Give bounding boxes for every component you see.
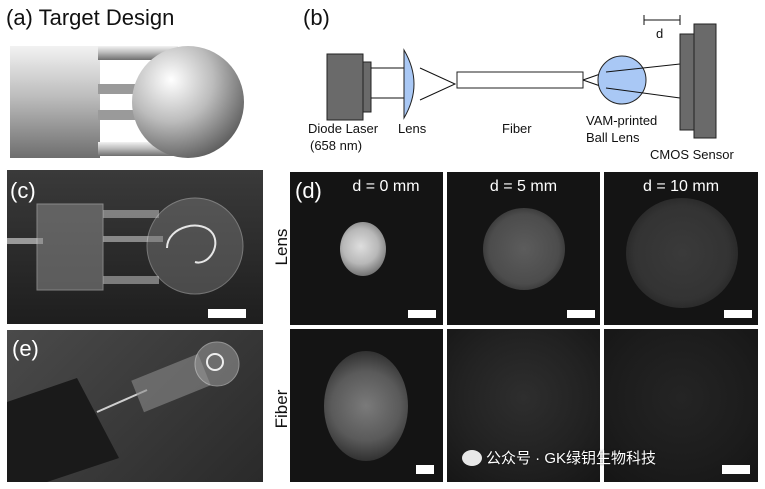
output-beam <box>605 87 681 99</box>
cmos-sensor-body <box>693 23 717 139</box>
target-design-render <box>10 46 244 158</box>
row-label-lens: Lens <box>272 228 291 266</box>
vam-ball-lens <box>597 55 647 105</box>
column-label-d10: d = 10 mm <box>642 178 720 195</box>
setup-schematic <box>326 15 717 139</box>
focusing-lens <box>403 48 415 120</box>
beam-image-fiber-d10 <box>604 329 758 482</box>
beam-image-lens-d10: d = 10 mm <box>604 172 758 325</box>
cmos-sensor-front <box>679 33 695 131</box>
scale-bar <box>408 310 436 318</box>
wavelength-label: (658 nm) <box>310 138 363 153</box>
wechat-icon <box>462 450 482 466</box>
fiber-label: Fiber <box>502 121 532 136</box>
beam-image-fiber-d0 <box>290 329 443 482</box>
output-beam <box>605 63 681 73</box>
scale-bar <box>724 310 752 318</box>
design-base-cylinder <box>10 46 100 158</box>
panel-a-label: (a) Target Design <box>6 7 174 29</box>
photo-lens-on-fiber <box>7 330 263 482</box>
fiber-body <box>456 71 584 89</box>
panel-c-scale-bar <box>208 309 246 318</box>
lens-label: Lens <box>398 121 427 136</box>
column-label-d5: d = 5 mm <box>489 178 558 195</box>
design-fiber-channel-2 <box>98 110 148 120</box>
panel-a-title: Target Design <box>38 5 175 30</box>
panel-c-letter: (c) <box>10 178 36 203</box>
panel-b-letter: (b) <box>303 5 330 30</box>
design-ball-lens <box>132 46 244 158</box>
beam-spot <box>604 329 758 482</box>
diode-laser-label: Diode Laser <box>308 121 379 136</box>
beam-image-lens-d0 <box>290 172 443 325</box>
column-label-d0: d = 0 mm <box>352 178 420 195</box>
lens-on-fiber-illustration <box>7 341 240 482</box>
watermark: 公众号 · GK绿钥生物科技 <box>462 447 656 468</box>
scale-bar <box>567 310 595 318</box>
watermark-text: 公众号 · GK绿钥生物科技 <box>486 450 657 467</box>
focus-cone <box>419 67 457 101</box>
beam-spot <box>626 198 738 308</box>
diode-laser-aperture <box>362 61 372 113</box>
photo-printed-lens <box>7 170 263 324</box>
beam-image-lens-d5: d = 5 mm <box>447 172 600 325</box>
design-fiber-channel <box>98 84 148 94</box>
row-label-fiber: Fiber <box>272 389 291 429</box>
beam-spot <box>340 222 386 276</box>
scale-bar <box>416 465 434 474</box>
vam-label-line1: VAM-printed <box>586 113 658 128</box>
beam-spot <box>324 351 408 461</box>
distance-label: d <box>656 26 664 41</box>
diode-laser-body <box>326 53 364 121</box>
scale-bar <box>722 465 750 474</box>
printed-lens-illustration <box>7 197 244 295</box>
panel-d-letter: (d) <box>295 178 322 203</box>
panel-a-letter: (a) <box>6 5 33 30</box>
panel-e-letter: (e) <box>12 336 39 361</box>
beam-spot <box>483 208 565 290</box>
vam-label-line2: Ball Lens <box>586 130 640 145</box>
cmos-label: CMOS Sensor <box>650 147 734 162</box>
